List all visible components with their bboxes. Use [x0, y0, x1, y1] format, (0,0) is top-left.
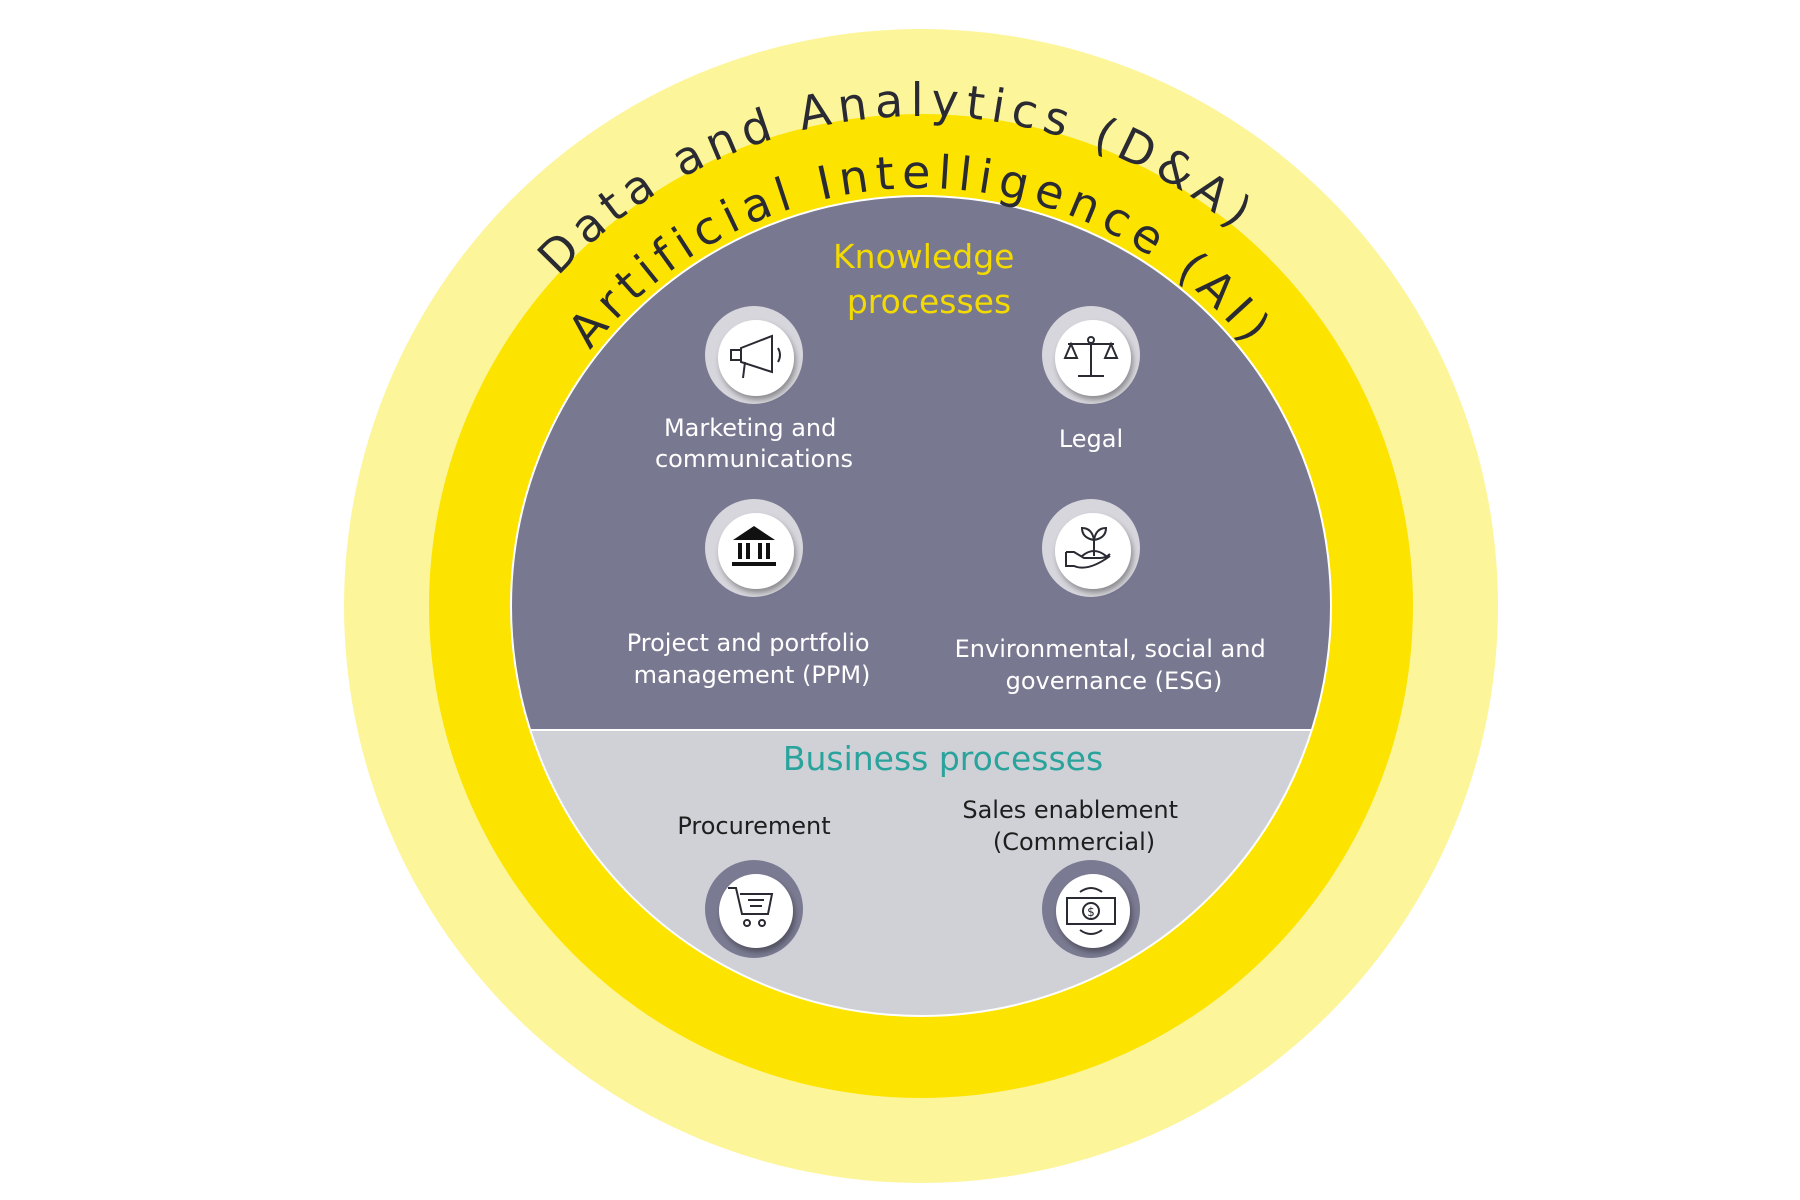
- marketing-label: Marketing and communications: [655, 414, 853, 473]
- bank-building-icon: [732, 526, 776, 566]
- scales-icon: [1063, 336, 1119, 377]
- knowledge-item-legal: Legal: [1042, 306, 1140, 453]
- knowledge-item-esg: Environmental, social and governance (ES…: [955, 499, 1274, 695]
- esg-label: Environmental, social and governance (ES…: [955, 635, 1274, 695]
- knowledge-title: Knowledge processes: [833, 237, 1025, 321]
- knowledge-item-ppm: Project and portfolio management (PPM): [627, 499, 878, 689]
- business-item-sales-enablement: Sales enablement (Commercial) $: [962, 796, 1185, 958]
- money-exchange-icon: $: [1066, 887, 1116, 935]
- megaphone-icon: [730, 334, 781, 379]
- plant-in-hand-icon: [1065, 526, 1111, 569]
- ppm-label: Project and portfolio management (PPM): [627, 629, 878, 689]
- legal-label: Legal: [1059, 425, 1123, 453]
- business-item-procurement: Procurement: [677, 812, 831, 958]
- sales-enablement-label: Sales enablement (Commercial): [962, 796, 1185, 856]
- svg-text:$: $: [1087, 905, 1095, 919]
- shopping-cart-icon: [728, 887, 774, 927]
- knowledge-item-marketing: Marketing and communications: [655, 306, 853, 473]
- procurement-label: Procurement: [677, 812, 830, 840]
- business-title: Business processes: [783, 739, 1103, 778]
